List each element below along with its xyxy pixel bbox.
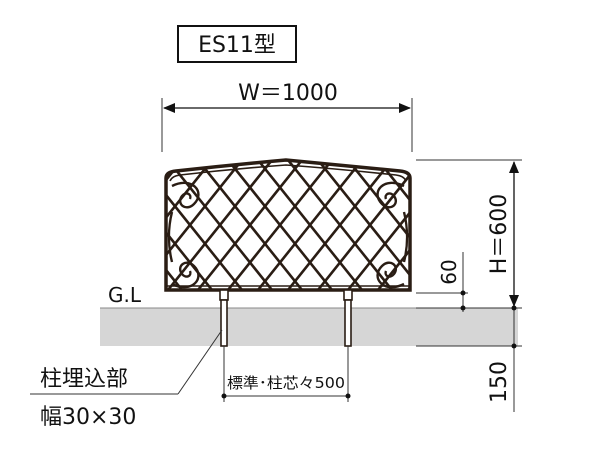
lattice-bar	[40, 150, 160, 300]
clearance-dimension: 60	[416, 252, 468, 312]
width-label: W＝1000	[238, 81, 338, 106]
lattice-bar	[166, 160, 222, 290]
lattice-bar	[218, 160, 342, 290]
embed-dot-bottom	[511, 343, 517, 349]
fence-panel	[0, 150, 600, 347]
lattice-bar	[40, 150, 160, 300]
embed-note: 柱埋込部 幅30×30	[30, 329, 223, 430]
lattice-bar	[338, 160, 410, 290]
pitch-dot-right	[345, 393, 351, 399]
lattice-bar	[520, 150, 600, 300]
lattice-bar	[550, 150, 600, 300]
height-dimension: H＝600	[416, 159, 522, 309]
lattice-bar	[0, 150, 70, 300]
scroll-ornament-right	[376, 181, 409, 289]
ground-band	[100, 308, 518, 346]
lattice	[0, 150, 600, 300]
pitch-dot-left	[221, 393, 227, 399]
lattice-bar	[166, 160, 192, 290]
lattice-bar	[308, 160, 410, 290]
lattice-bar	[0, 150, 70, 300]
embed-depth-dimension: 150	[416, 305, 522, 412]
embed-note-line1: 柱埋込部	[40, 367, 128, 392]
post-pitch-label: 標準･柱芯々500	[227, 374, 345, 392]
model-title: ES11型	[198, 33, 276, 58]
clearance-label: 60	[437, 259, 461, 284]
width-dimension: W＝1000	[161, 81, 413, 152]
lattice-bar	[166, 160, 282, 290]
post-pitch-dimension: 標準･柱芯々500	[221, 346, 351, 402]
lattice-bar	[580, 150, 600, 300]
embed-note-leader	[177, 329, 223, 395]
lattice-bar	[166, 160, 222, 290]
ground-label: G.L	[108, 283, 142, 307]
lattice-bar	[188, 160, 312, 290]
clearance-dot-bottom	[460, 305, 466, 311]
embed-dot-top	[511, 305, 517, 311]
lattice-bar	[166, 160, 192, 290]
lattice-bar	[368, 160, 410, 290]
post-right	[343, 289, 353, 347]
lattice-bar	[460, 150, 580, 300]
lattice-bar	[10, 150, 130, 300]
lattice-bar	[248, 160, 372, 290]
model-title-frame	[177, 25, 297, 63]
embed-depth-label: 150	[487, 361, 512, 403]
lattice-bar	[10, 150, 130, 300]
lattice-bar	[0, 150, 40, 300]
panel-top-rail-inner	[169, 164, 407, 182]
scroll-ornament-left	[167, 181, 200, 289]
lattice-bar	[166, 160, 252, 290]
lattice-bar	[460, 150, 580, 300]
embed-note-line2: 幅30×30	[40, 405, 136, 430]
lattice-bar	[0, 150, 10, 300]
clearance-dot-top	[460, 290, 466, 296]
post-left	[219, 289, 229, 347]
model-title-box: ES11型	[177, 25, 297, 63]
panel-frame	[164, 158, 412, 292]
lattice-bar	[0, 150, 100, 300]
lattice-bar	[0, 150, 100, 300]
height-label: H＝600	[487, 194, 512, 275]
lattice-bar	[278, 160, 402, 290]
